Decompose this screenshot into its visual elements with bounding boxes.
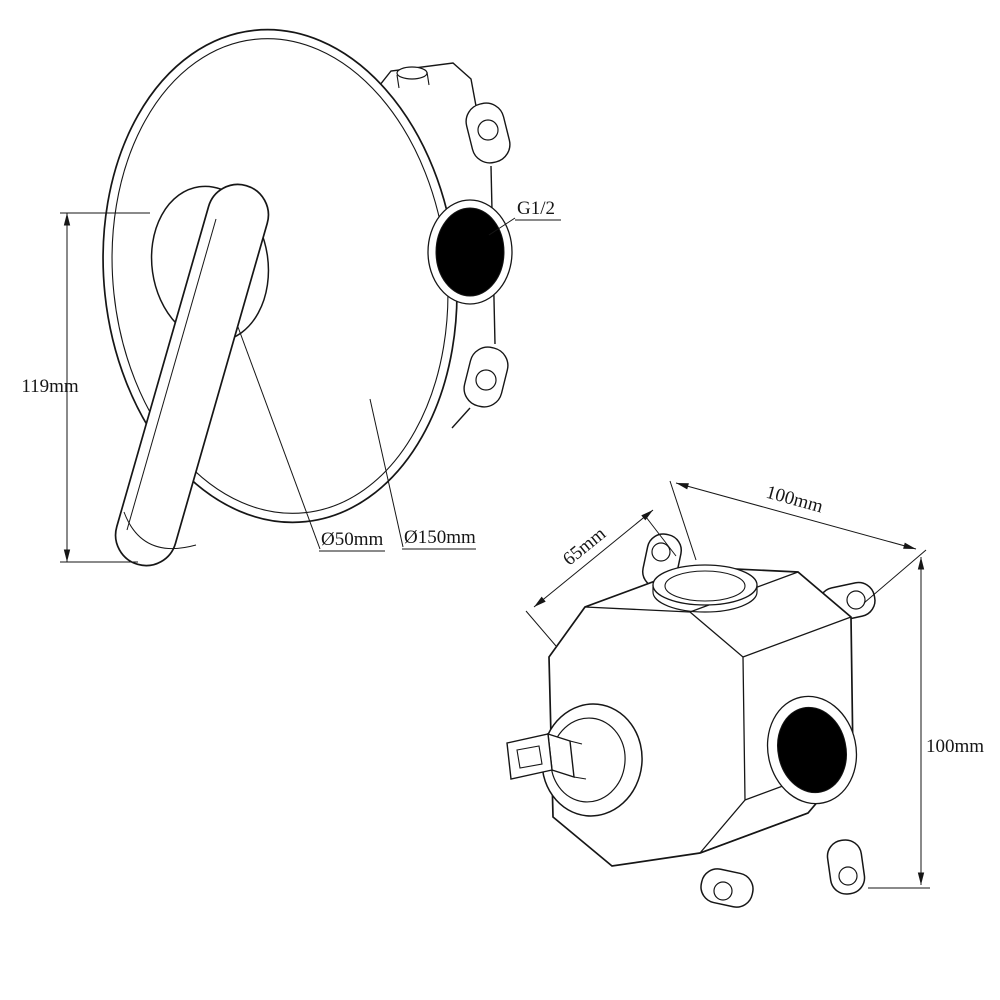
lever-handle: [114, 183, 270, 567]
lug-hole: [838, 866, 858, 886]
g12-port: [427, 199, 513, 305]
extension-line: [863, 549, 927, 604]
port-opening: [435, 207, 505, 297]
iso-lug-bottom-center: [700, 868, 754, 908]
top-port: [652, 564, 758, 613]
box-bottom-edge: [451, 407, 471, 429]
dim-65mm-label: 65mm: [559, 523, 610, 570]
lug-hole: [713, 881, 733, 901]
leader-hub-diameter: Ø50mm: [237, 326, 385, 552]
top-fitting-rim: [396, 66, 428, 80]
dim-100mm-width-label: 100mm: [764, 482, 826, 518]
side-port-opening: [777, 706, 847, 794]
top-port-bore: [664, 570, 746, 602]
spindle-stub-front: [506, 733, 553, 780]
extension-line: [525, 610, 557, 647]
iso-view: 65mm 100mm 100mm: [506, 480, 984, 908]
dim-119mm-label: 119mm: [21, 376, 79, 397]
front-view: 119mm Ø50mm Ø150mm G1/2: [21, 28, 561, 567]
top-fitting-sides: [396, 71, 430, 89]
side-port: [766, 695, 858, 805]
spindle-connect-lines: [569, 740, 587, 780]
leader-line: [369, 398, 404, 548]
lug-hole: [846, 590, 866, 610]
mounting-lug-bottom: [463, 346, 509, 408]
leader-line: [237, 326, 321, 550]
dimension-100-height: 100mm: [868, 557, 984, 889]
dimension-line: [533, 509, 654, 608]
dim-50mm-label: Ø50mm: [321, 529, 384, 550]
box-top-outline: [367, 62, 477, 107]
lug-hole: [475, 369, 497, 391]
lever-body: [114, 183, 270, 567]
mounting-lug-top: [465, 102, 511, 164]
rough-in-box-rear: [367, 62, 511, 429]
lug-hole: [477, 119, 499, 141]
leader-plate-diameter: Ø150mm: [369, 398, 476, 550]
lever-tip-line: [123, 511, 197, 549]
thread-label: G1/2: [517, 198, 555, 219]
iso-lug-bottom-right: [826, 839, 866, 895]
dimension-119: 119mm: [21, 212, 150, 563]
lever-edge-line: [126, 218, 217, 531]
leader-line: [488, 217, 516, 236]
valve-spindle: [506, 703, 643, 817]
dim-100mm-height-label: 100mm: [926, 736, 984, 757]
lug-hole: [651, 542, 671, 562]
dimension-line: [675, 482, 917, 550]
dim-150mm-label: Ø150mm: [404, 527, 476, 548]
spindle-square-hole: [516, 745, 543, 769]
leader-thread: G1/2: [488, 198, 561, 236]
